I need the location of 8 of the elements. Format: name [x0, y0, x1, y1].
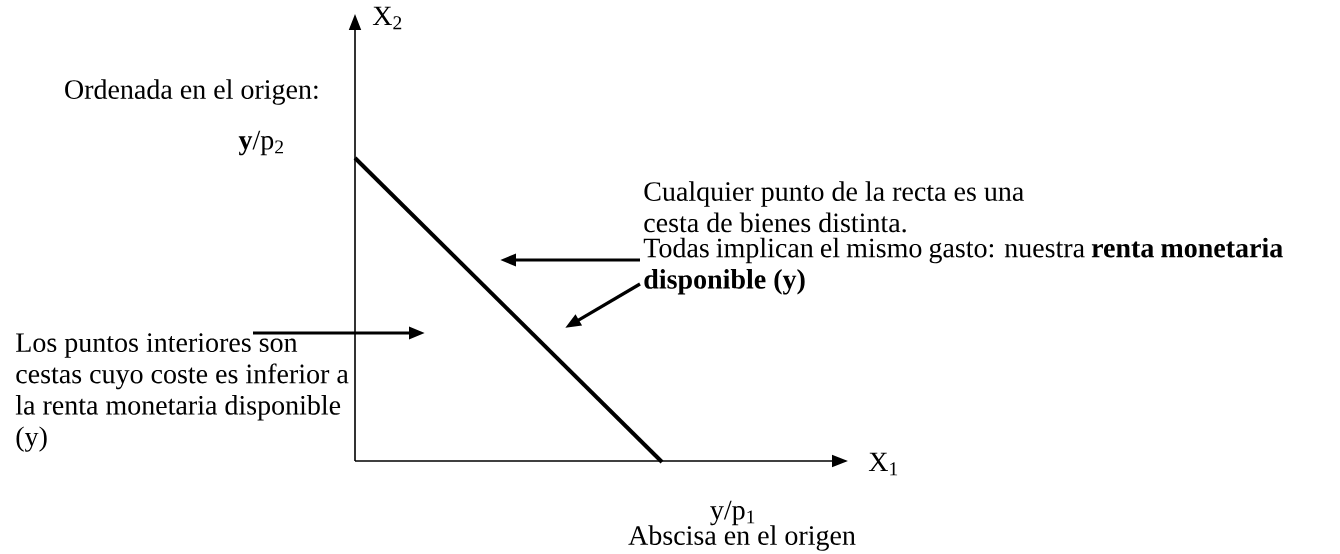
intercept-value: y/p$_{2}$ — [238, 130, 283, 156]
intercept-value: y/p$_{1}$ — [710, 500, 755, 526]
intercept-label: Abscisa en el origen — [628, 525, 856, 551]
intercept-label: Ordenada en el origen: — [65, 79, 318, 105]
axis-label: X$_{2}$ — [372, 6, 402, 30]
note-text: Los puntos interiores son cestas cuyo coste es inferior a la renta monetaria disponible (y) — [15, 333, 349, 452]
axis-label: X$_{1}$ — [868, 452, 898, 476]
note-text: Cualquier punto de la recta es una cesta de bienes distinta. Todas implican el mismo gasto: nuestra renta monetaria disponible (y) — [643, 181, 1283, 295]
